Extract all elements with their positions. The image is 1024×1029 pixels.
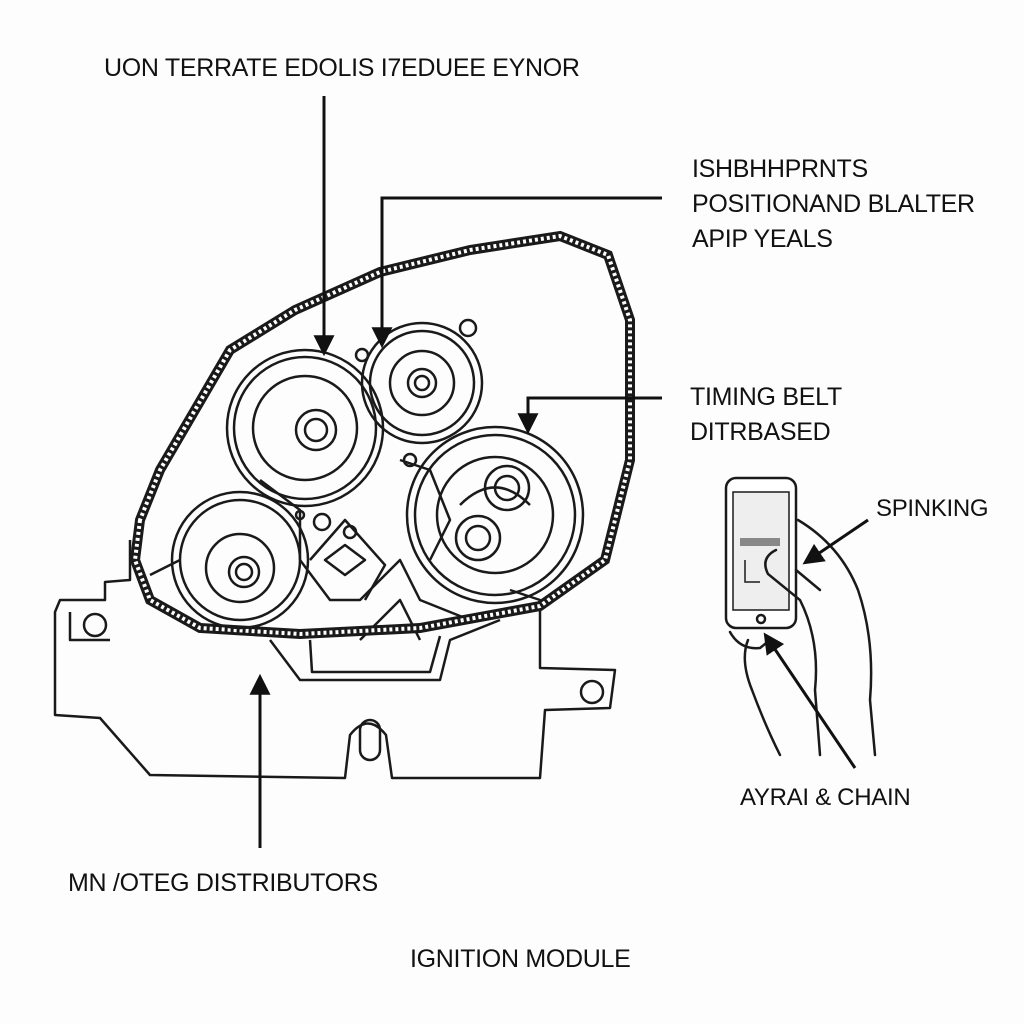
label-position-block: ISHBHHPRNTS POSITIONAND BLALTER APIP YEA… — [692, 152, 975, 257]
pulley-top-right — [360, 321, 484, 445]
hand-icon — [728, 518, 877, 757]
label-timing-line-2: DITRBASED — [690, 418, 831, 446]
pulley-top-left — [225, 348, 385, 508]
label-ignition-module: IGNITION MODULE — [410, 945, 631, 973]
label-distributors: MN /OTEG DISTRIBUTORS — [68, 869, 378, 897]
label-timing-line-1: TIMING BELT — [690, 383, 842, 411]
pulley-right — [405, 425, 585, 605]
label-position-line-3: APIP YEALS — [692, 225, 833, 253]
label-spinking: SPINKING — [876, 495, 989, 522]
leader-arrows — [249, 96, 869, 848]
timing-belt — [129, 230, 635, 640]
label-ayrai-chain: AYRAI & CHAIN — [740, 784, 911, 811]
smartphone-icon — [724, 476, 798, 630]
pulley-bottom-left — [170, 490, 310, 630]
label-position-line-2: POSITIONAND BLALTER — [692, 190, 975, 218]
label-timing-block: TIMING BELT DITRBASED — [690, 380, 842, 450]
label-position-line-1: ISHBHHPRNTS — [692, 155, 868, 183]
label-top-title: UON TERRATE EDOLIS I7EDUEE EYNOR — [104, 54, 580, 82]
engine-block — [53, 318, 617, 780]
